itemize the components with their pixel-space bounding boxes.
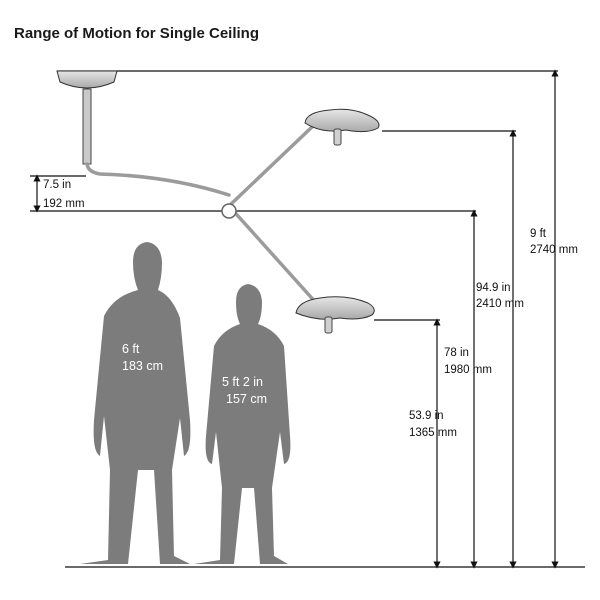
short-person-silhouette <box>194 284 291 564</box>
suspension-arms <box>85 125 320 307</box>
ceiling-height-label-ft: 9 ft <box>530 228 547 240</box>
offset-label-mm: 192 mm <box>43 198 85 210</box>
tall-person-silhouette <box>80 242 191 564</box>
offset-label-in: 7.5 in <box>43 179 71 191</box>
ceiling-mount <box>56 70 118 165</box>
lower-light-label-mm: 1365 mm <box>409 427 457 439</box>
tall-person-height-cm: 183 cm <box>122 359 163 373</box>
ceiling-height-label-mm: 2740 mm <box>530 244 578 256</box>
diagram-title: Range of Motion for Single Ceiling <box>14 25 259 42</box>
tall-person-height-ft: 6 ft <box>122 342 140 356</box>
joint-height-label-in: 78 in <box>444 347 469 359</box>
upper-light-label-mm: 2410 mm <box>476 298 524 310</box>
short-person-height-cm: 157 cm <box>226 392 267 406</box>
upper-light-head <box>304 108 380 146</box>
lower-light-head <box>295 296 375 334</box>
upper-light-label-in: 94.9 in <box>476 282 511 294</box>
short-person-height-ft: 5 ft 2 in <box>222 375 263 389</box>
lower-light-label-in: 53.9 in <box>409 410 444 422</box>
joint-height-label-mm: 1980 mm <box>444 364 492 376</box>
